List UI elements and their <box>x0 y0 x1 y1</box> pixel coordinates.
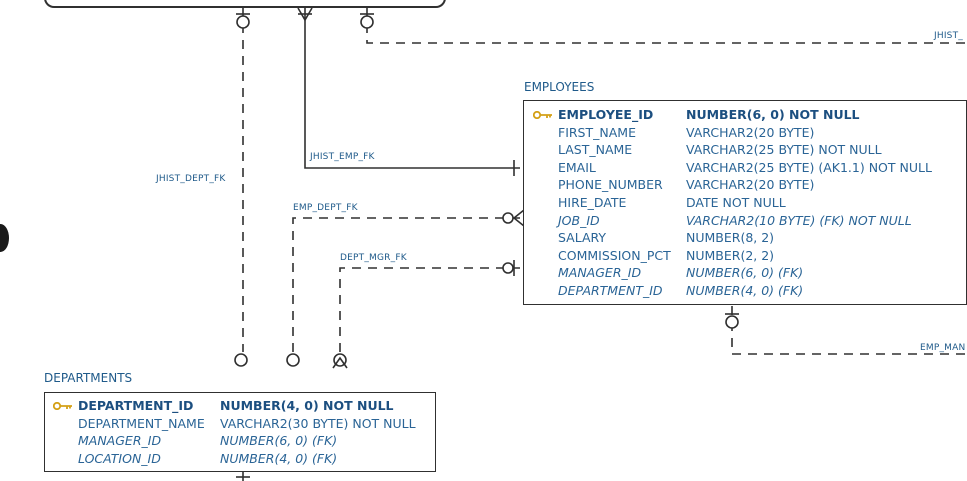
jhist-right-line <box>366 8 967 44</box>
column-name: FIRST_NAME <box>558 124 636 140</box>
column-type: VARCHAR2(25 BYTE) NOT NULL <box>686 142 882 158</box>
employees-entity[interactable]: EMPLOYEE_ID NUMBER(6, 0) NOT NULL FIRST_NA… <box>523 100 967 305</box>
column-name: DEPARTMENT_ID <box>558 283 663 298</box>
primary-key-icon <box>53 402 72 410</box>
jhist-dept-fk-label: JHIST_DEPT_FK <box>156 174 226 184</box>
column-type: VARCHAR2(20 BYTE) <box>686 177 815 193</box>
column-type: NUMBER(8, 2) <box>686 230 775 246</box>
column-name: MANAGER_ID <box>78 433 162 448</box>
column-name: SALARY <box>558 230 607 246</box>
column-name: DEPARTMENT_NAME <box>78 415 205 431</box>
dept-mgr-fk-label: DEPT_MGR_FK <box>340 253 407 263</box>
employees-title: EMPLOYEES <box>524 80 595 94</box>
column-name: LAST_NAME <box>558 142 633 158</box>
column-type: DATE NOT NULL <box>686 195 786 210</box>
column-type: VARCHAR2(20 BYTE) <box>686 124 815 140</box>
edge-marker <box>0 224 9 252</box>
column-name: JOB_ID <box>558 212 600 228</box>
column-type: VARCHAR2(25 BYTE) (AK1.1) NOT NULL <box>686 159 932 175</box>
emp-man-label: EMP_MAN <box>920 343 966 353</box>
column-type: NUMBER(4, 0) NOT NULL <box>220 398 394 413</box>
column-type: NUMBER(6, 0) (FK) <box>220 433 338 448</box>
departments-entity[interactable]: DEPARTMENT_ID NUMBER(4, 0) NOT NULL DEPART… <box>44 392 436 472</box>
emp-dept-fk-line <box>292 217 520 352</box>
column-name: LOCATION_ID <box>78 450 161 466</box>
primary-key-icon <box>533 111 552 119</box>
column-type: VARCHAR2(30 BYTE) NOT NULL <box>220 415 416 431</box>
column-name: HIRE_DATE <box>558 195 627 210</box>
departments-title: DEPARTMENTS <box>44 371 133 385</box>
column-name: EMPLOYEE_ID <box>558 107 654 122</box>
column-type: VARCHAR2(10 BYTE) (FK) NOT NULL <box>686 212 912 228</box>
column-type: NUMBER(2, 2) <box>686 247 775 263</box>
column-name: DEPARTMENT_ID <box>78 398 194 413</box>
jhist-right-label: JHIST_ <box>934 31 963 41</box>
jhist-emp-fk-label: JHIST_EMP_FK <box>310 152 375 162</box>
jhist-emp-fk-line <box>304 8 520 169</box>
emp-dept-fk-label: EMP_DEPT_FK <box>293 203 358 213</box>
column-name: PHONE_NUMBER <box>558 177 663 193</box>
column-type: NUMBER(4, 0) (FK) <box>220 450 338 466</box>
column-type: NUMBER(6, 0) NOT NULL <box>686 107 860 122</box>
column-name: MANAGER_ID <box>558 265 642 281</box>
column-type: NUMBER(6, 0) (FK) <box>686 265 804 281</box>
dept-mgr-fk-line <box>339 267 520 352</box>
column-type: NUMBER(4, 0) (FK) <box>686 283 804 298</box>
column-name: COMMISSION_PCT <box>558 247 671 263</box>
column-name: EMAIL <box>558 159 596 175</box>
